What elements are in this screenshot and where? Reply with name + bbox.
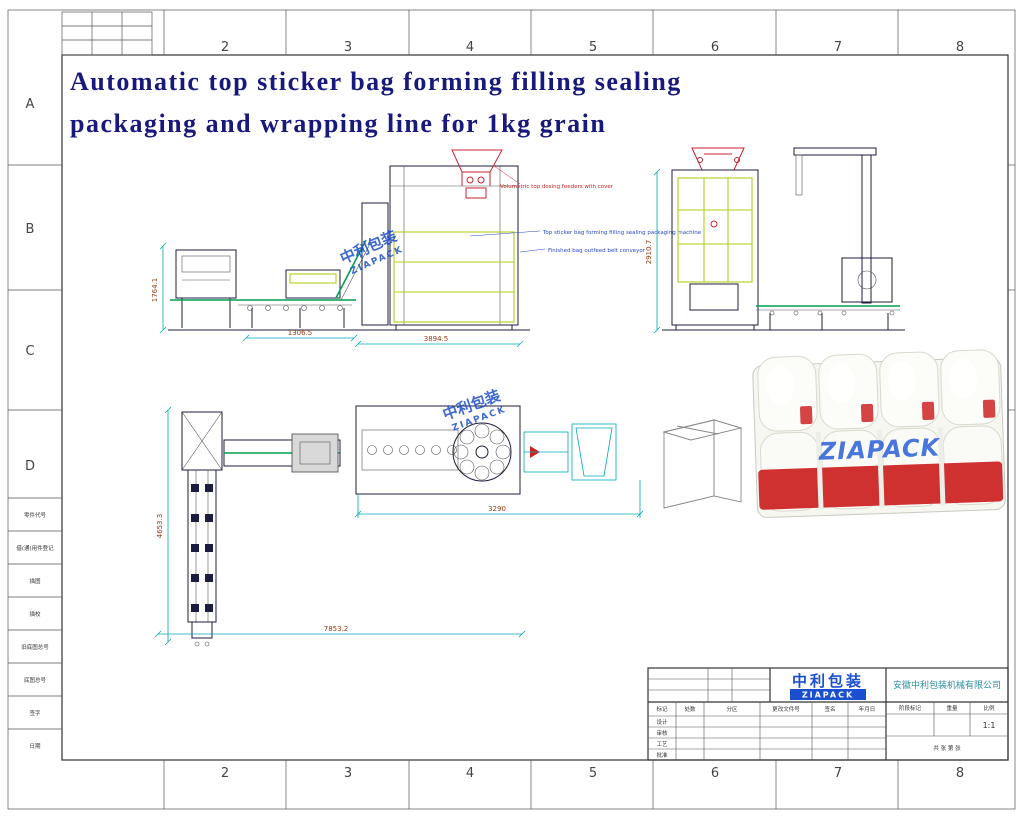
rev-header: 标记	[656, 705, 668, 713]
carton-box	[662, 419, 743, 509]
grid-label-top: 7	[834, 40, 842, 55]
grid-label-top: 2	[221, 40, 229, 55]
scale-label: 比例	[983, 704, 995, 712]
dim-side-infeed: 1306.5	[288, 329, 313, 337]
note-machine: Top sticker bag forming filling sealing …	[542, 230, 702, 236]
sign-row-label: 工艺	[656, 741, 668, 748]
margin-row-label: 描校	[29, 610, 41, 618]
drawing-title-line1: Automatic top sticker bag forming fillin…	[70, 67, 682, 96]
side-view-annotations: Volumetric top dosing feeders with cover…	[469, 165, 702, 254]
grid-label-top: 8	[956, 40, 964, 55]
grid-label-side: C	[25, 344, 34, 359]
margin-row-label: 描图	[29, 577, 41, 585]
sheet-border	[7, 9, 1016, 810]
margin-row-label: 日期	[29, 743, 41, 750]
grid-label-top: 6	[711, 40, 719, 55]
front-view-bagger: 2910.7	[645, 147, 762, 334]
brand-name-en: ZIAPACK	[802, 691, 854, 700]
grid-label-top: 3	[344, 40, 352, 55]
dim-plan-wrapper: 3290	[488, 505, 506, 513]
drawing-title: Automatic top sticker bag forming fillin…	[70, 67, 682, 138]
grid-label-side: A	[26, 97, 35, 112]
drawing-title-line2: packaging and wrapping line for 1kg grai…	[70, 109, 606, 138]
margin-row-label: 底图总号	[24, 676, 47, 684]
dim-plan-width: 4653.3	[156, 514, 164, 539]
plan-view: 4653.3 3290 7853.2	[154, 405, 644, 647]
note-dosing: Volumetric top dosing feeders with cover	[500, 184, 614, 190]
margin-row-label: 零件代号	[24, 511, 47, 519]
grid-label-side: B	[26, 222, 35, 237]
rev-header: 更改文件号	[772, 705, 800, 713]
dim-side-height: 1764.1	[151, 278, 159, 303]
watermark-bagger: 中利包装 ZIAPACK	[337, 226, 405, 277]
left-margin-table: 零件代号 借(通)用件登记 描图 描校 旧底图总号 底图总号 签字 日期	[8, 511, 62, 750]
sign-row-label: 审核	[656, 729, 668, 737]
margin-row-label: 借(通)用件登记	[16, 544, 54, 552]
side-view-wrapper	[756, 147, 905, 331]
grid-label-bottom: 8	[956, 766, 964, 781]
margin-row-label: 旧底图总号	[21, 643, 49, 651]
grid-label-bottom: 7	[834, 766, 842, 781]
sign-row-label: 设计	[656, 718, 668, 726]
product-brand-watermark: ZIAPACK	[817, 433, 942, 465]
dim-front-height: 2910.7	[645, 240, 653, 265]
margin-row-label: 签字	[29, 709, 41, 717]
sign-row-label: 批准	[656, 751, 668, 759]
brand-logo-bar	[790, 689, 866, 700]
grid-label-top: 4	[466, 40, 474, 55]
rev-header: 处数	[684, 705, 696, 713]
grid-label-side: D	[25, 459, 35, 474]
title-block: 中利包装 ZIAPACK 安徽中利包装机械有限公司 标记 处数 分区 更改文件号…	[647, 667, 1009, 761]
sheet-count-label: 共 张 第 张	[933, 744, 961, 752]
grid-label-bottom: 5	[589, 766, 597, 781]
note-outfeed: Finished bag outfeed belt conveyor	[548, 248, 646, 254]
dim-side-length: 3894.5	[424, 335, 449, 343]
weight-label: 重量	[946, 704, 958, 712]
dim-plan-total: 7853.2	[324, 625, 349, 633]
grid-label-bottom: 3	[344, 766, 352, 781]
rev-header: 签名	[824, 705, 835, 713]
brand-name-cn: 中利包装	[792, 672, 864, 690]
grid-label-bottom: 4	[466, 766, 474, 781]
side-view-infeed-machines	[168, 239, 372, 331]
top-left-reference-table	[61, 11, 153, 56]
bag-bundle: ZIAPACK	[752, 349, 1006, 519]
stage-label: 阶段标记	[899, 704, 922, 712]
grid-label-top: 5	[589, 40, 597, 55]
scale-value: 1:1	[983, 721, 996, 730]
grid-label-bottom: 2	[221, 766, 229, 781]
company-name: 安徽中利包装机械有限公司	[893, 679, 1001, 691]
grid-labels: 2 3 4 5 6 7 8 2 3 4 5 6 7 8 A B C D	[25, 40, 964, 781]
side-view-bagger: 3894.5	[354, 149, 530, 348]
rev-header: 分区	[726, 705, 738, 713]
product-render: ZIAPACK	[662, 349, 1006, 519]
rev-header: 年月日	[859, 705, 876, 713]
side-view-dimensions: 1764.1 1306.5	[151, 242, 358, 342]
grid-label-bottom: 6	[711, 766, 719, 781]
